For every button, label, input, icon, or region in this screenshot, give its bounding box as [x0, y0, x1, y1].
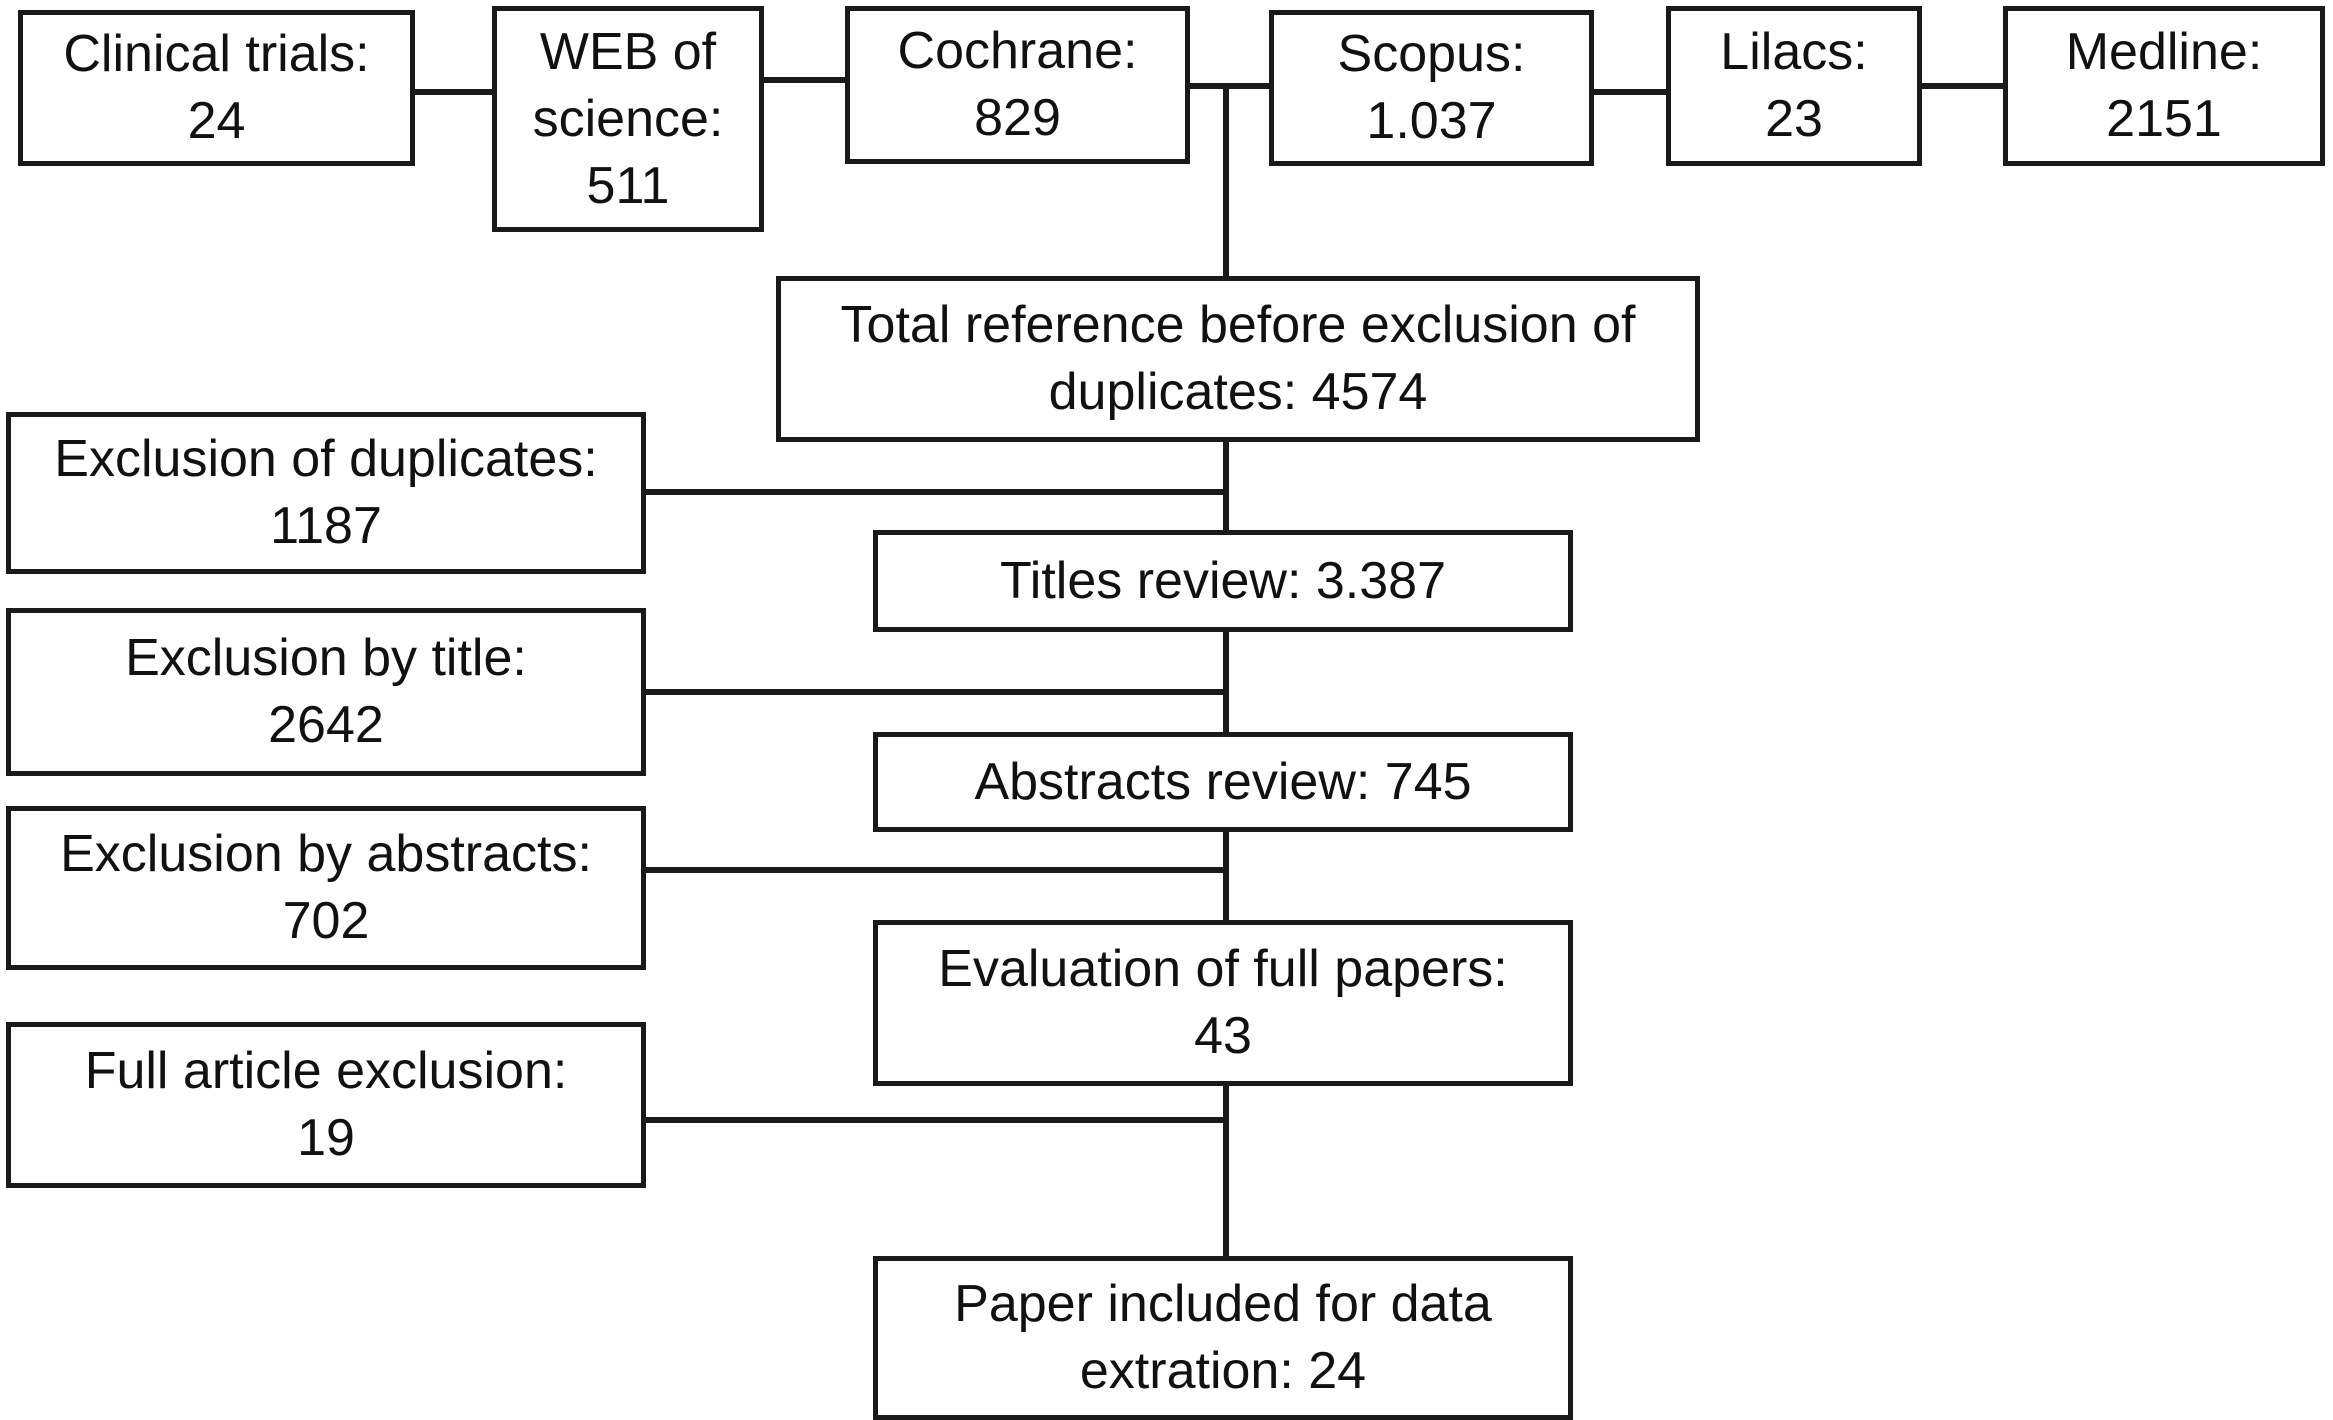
flow-label-full-papers: Evaluation of full papers: 43 — [938, 940, 1508, 1065]
exclusion-box-title: Exclusion by title: 2642 — [6, 608, 646, 776]
flow-box-included: Paper included for data extration: 24 — [873, 1256, 1573, 1420]
flow-box-titles-review: Titles review: 3.387 — [873, 530, 1573, 632]
flow-label-titles-review: Titles review: 3.387 — [999, 551, 1447, 610]
exclusion-box-full-article: Full article exclusion: 19 — [6, 1022, 646, 1188]
exclusion-box-duplicates: Exclusion of duplicates: 1187 — [6, 412, 646, 574]
source-box-clinical-trials: Clinical trials: 24 — [18, 10, 415, 166]
source-label-medline: Medline: 2151 — [2065, 23, 2263, 148]
source-label-cochrane: Cochrane: 829 — [897, 22, 1138, 147]
source-label-scopus: Scopus: 1.037 — [1337, 25, 1526, 150]
flow-box-full-papers: Evaluation of full papers: 43 — [873, 920, 1573, 1086]
exclusion-label-abstracts: Exclusion by abstracts: 702 — [60, 825, 592, 950]
exclusion-box-abstracts: Exclusion by abstracts: 702 — [6, 806, 646, 970]
flow-box-total: Total reference before exclusion of dupl… — [776, 276, 1700, 442]
exclusion-label-duplicates: Exclusion of duplicates: 1187 — [54, 430, 598, 555]
source-box-cochrane: Cochrane: 829 — [845, 6, 1190, 164]
flow-box-abstracts-review: Abstracts review: 745 — [873, 732, 1573, 832]
flow-label-included: Paper included for data extration: 24 — [954, 1275, 1492, 1400]
exclusion-label-title: Exclusion by title: 2642 — [125, 629, 527, 754]
source-label-clinical-trials: Clinical trials: 24 — [63, 25, 370, 150]
flow-label-total: Total reference before exclusion of dupl… — [840, 296, 1636, 421]
source-label-web-of-science: WEB of science: 511 — [532, 22, 724, 215]
source-label-lilacs: Lilacs: 23 — [1720, 23, 1868, 148]
source-box-medline: Medline: 2151 — [2003, 6, 2325, 166]
exclusion-label-full-article: Full article exclusion: 19 — [84, 1042, 568, 1167]
flow-label-abstracts-review: Abstracts review: 745 — [974, 752, 1472, 811]
source-box-scopus: Scopus: 1.037 — [1269, 10, 1594, 166]
source-box-lilacs: Lilacs: 23 — [1666, 6, 1922, 166]
source-box-web-of-science: WEB of science: 511 — [492, 6, 764, 232]
